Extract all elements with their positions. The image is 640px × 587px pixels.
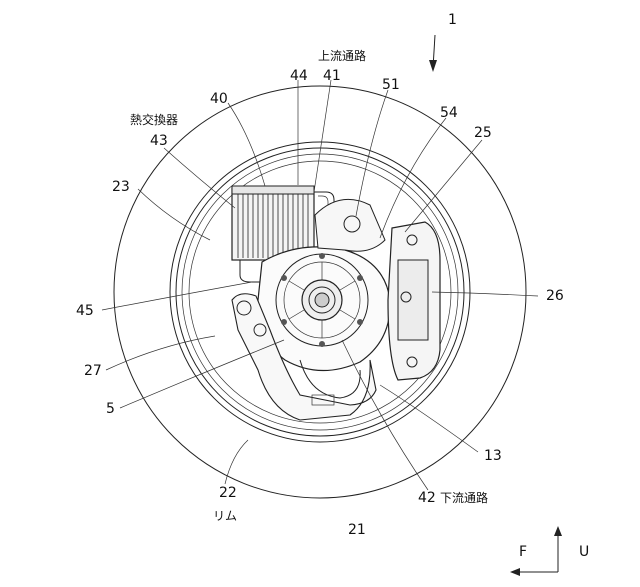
label-ref-25: 25: [474, 125, 492, 141]
caliper-bolt-mid: [400, 291, 412, 303]
label-ref-27: 27: [84, 363, 102, 379]
arm-inner-cutout: [299, 359, 361, 399]
leader-27: [105, 335, 216, 371]
label-axis-front: F: [519, 544, 527, 560]
upstream-pipe: [314, 191, 335, 215]
label-ref-22: 22: [219, 485, 237, 501]
leader-13: [379, 384, 479, 453]
rim-innermost-circle: [188, 160, 452, 424]
label-rim: リム: [213, 509, 237, 523]
label-ref-42: 42: [418, 490, 436, 506]
leader-45: [101, 281, 253, 311]
upstream-pipe-inner: [318, 195, 329, 215]
leader-26: [431, 291, 539, 297]
hub-spokes: [288, 262, 356, 338]
up-arrow-head: [554, 526, 562, 536]
rim-mid-circle: [175, 147, 465, 437]
leader-42: [341, 339, 429, 491]
label-ref-43: 43: [150, 133, 168, 149]
label-ref-13: 13: [484, 448, 502, 464]
motor-unit: [257, 198, 391, 372]
upper-bracket: [314, 198, 386, 252]
front-arrow-head: [510, 568, 520, 576]
label-ref-41: 41: [323, 68, 341, 84]
label-downstream-passage: 下流通路: [440, 490, 488, 505]
label-ref-23: 23: [112, 179, 130, 195]
caliper-bolt-top: [406, 234, 418, 246]
label-ref-40: 40: [210, 91, 228, 107]
label-ref-44: 44: [290, 68, 308, 84]
leader-43: [163, 147, 236, 209]
tire: [113, 85, 527, 499]
downstream-pipe: [239, 260, 270, 283]
hub-center-ring: [308, 286, 336, 314]
leader-51: [355, 89, 389, 217]
leader-40: [227, 102, 266, 187]
label-heat-exchanger: 熱交換器: [130, 112, 178, 127]
leader-lines: [101, 34, 539, 491]
label-ref-54: 54: [440, 105, 458, 121]
arm-pivot-2: [253, 323, 267, 337]
upper-bracket-boss: [343, 215, 361, 233]
hub-axle: [314, 292, 330, 308]
heat-exchanger-top-tank: [231, 185, 315, 195]
caliper-bolt-bottom: [406, 356, 418, 368]
label-ref-1: 1: [448, 12, 457, 28]
label-ref-5: 5: [106, 401, 115, 417]
suspension-arm: [231, 293, 377, 421]
arm-mount: [311, 394, 335, 406]
brake-caliper: [387, 221, 441, 381]
leader-5: [119, 339, 285, 409]
leader-41: [313, 79, 332, 193]
leader-23: [137, 188, 211, 241]
arm-pivot: [236, 300, 252, 316]
leader-22: [224, 439, 249, 485]
label-axis-up: U: [579, 544, 589, 560]
heat-exchanger-fins: [237, 194, 309, 258]
orientation-axes: F U: [510, 526, 589, 576]
lower-arm: [231, 293, 377, 421]
rim-outer-circle: [169, 141, 471, 443]
caliper-pad: [397, 259, 429, 341]
label-ref-51: 51: [382, 77, 400, 93]
heat-exchanger: [231, 185, 335, 283]
label-ref-21: 21: [348, 522, 366, 538]
reference-labels: 1 上流通路 44 41 51 40 54 熱交換器 43 25 23 26 4…: [76, 12, 564, 538]
tire-outer-circle: [113, 85, 527, 499]
label-ref-26: 26: [546, 288, 564, 304]
hub-bolts: [281, 253, 363, 347]
label-upstream-passage: 上流通路: [318, 48, 366, 63]
leader-25: [404, 139, 483, 233]
label-ref-45: 45: [76, 303, 94, 319]
leader-54: [379, 117, 447, 239]
